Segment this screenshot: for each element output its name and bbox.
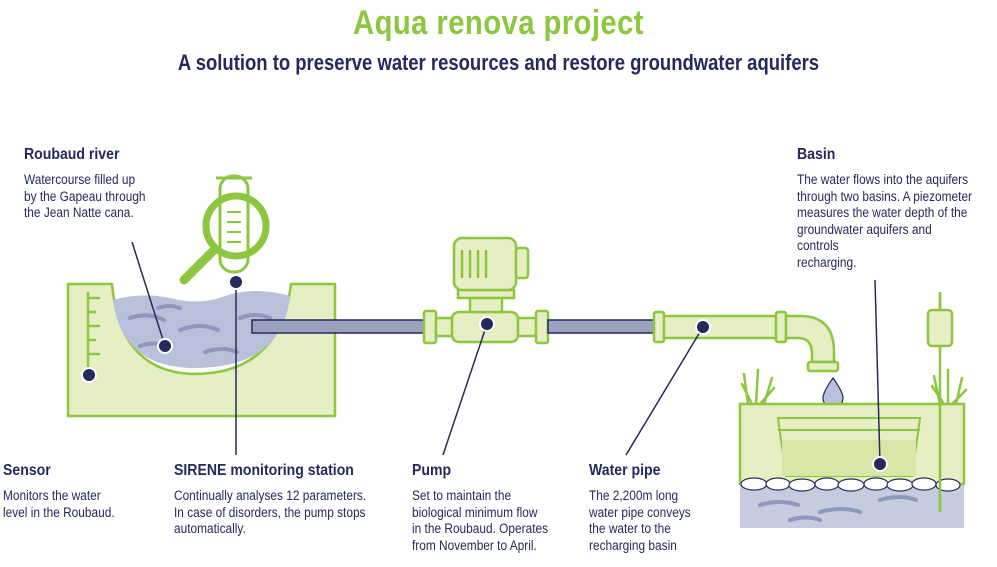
page-title: Aqua renova project bbox=[353, 4, 644, 42]
label-heading: Water pipe bbox=[589, 462, 661, 479]
label-heading: Basin bbox=[797, 146, 836, 163]
pipe-segment-2 bbox=[547, 319, 655, 334]
label-text: Set to maintain the biological minimum f… bbox=[412, 488, 549, 553]
river-water bbox=[113, 291, 290, 368]
piezometer-icon bbox=[926, 292, 954, 512]
label-sensor: Sensor Monitors the water level in the R… bbox=[3, 462, 115, 521]
magnifier-icon bbox=[179, 192, 270, 285]
roubaud-river-basin bbox=[66, 282, 337, 418]
label-water-pipe: Water pipe The 2,200m long water pipe co… bbox=[589, 462, 691, 554]
sensor-gauge bbox=[86, 292, 100, 372]
label-heading: Pump bbox=[412, 462, 452, 479]
sirene-station bbox=[179, 174, 270, 285]
label-text: Monitors the water level in the Roubaud. bbox=[3, 488, 115, 520]
label-heading: Sensor bbox=[3, 462, 51, 479]
label-roubaud-river: Roubaud river Watercourse filled up by t… bbox=[24, 146, 146, 222]
pipe-segment-1 bbox=[251, 319, 425, 334]
label-text: Watercourse filled up by the Gapeau thro… bbox=[24, 172, 146, 220]
label-text: The 2,200m long water pipe conveys the w… bbox=[589, 488, 691, 553]
label-sirene-station: SIRENE monitoring station Continually an… bbox=[174, 462, 366, 538]
label-text: The water flows into the aquifers throug… bbox=[797, 172, 973, 270]
pointer-dots bbox=[81, 274, 888, 472]
pointer-lines bbox=[131, 241, 881, 465]
label-basin: Basin The water flows into the aquifers … bbox=[797, 146, 973, 271]
label-text: Continually analyses 12 parameters. In c… bbox=[174, 488, 367, 536]
label-heading: SIRENE monitoring station bbox=[174, 462, 354, 479]
pump bbox=[422, 236, 550, 345]
label-heading: Roubaud river bbox=[24, 146, 120, 163]
water-pipe bbox=[652, 310, 840, 373]
page-subtitle: A solution to preserve water resources a… bbox=[177, 50, 820, 75]
label-pump: Pump Set to maintain the biological mini… bbox=[412, 462, 548, 554]
reed-icon bbox=[740, 368, 968, 406]
